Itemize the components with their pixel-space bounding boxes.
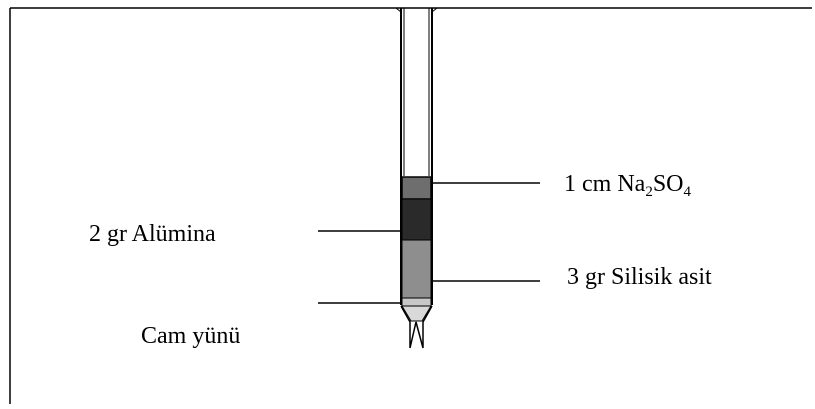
glass-wool-layer [401, 297, 432, 307]
silicic-acid-layer [401, 239, 432, 299]
alumina-label: 2 gr Alümina [89, 221, 216, 247]
column-top-tick-left [395, 7, 402, 13]
column-tip-fill [401, 305, 432, 322]
na2so4-label: 1 cm Na2SO4 [564, 171, 692, 200]
silicic-acid-label: 3 gr Silisik asit [567, 264, 712, 290]
column-tip [400, 305, 433, 349]
na2so4-layer [401, 176, 432, 200]
column-top-tick-right [431, 7, 438, 13]
glass-wool-label: Cam yünü [141, 323, 240, 349]
alumina-layer [401, 198, 432, 241]
